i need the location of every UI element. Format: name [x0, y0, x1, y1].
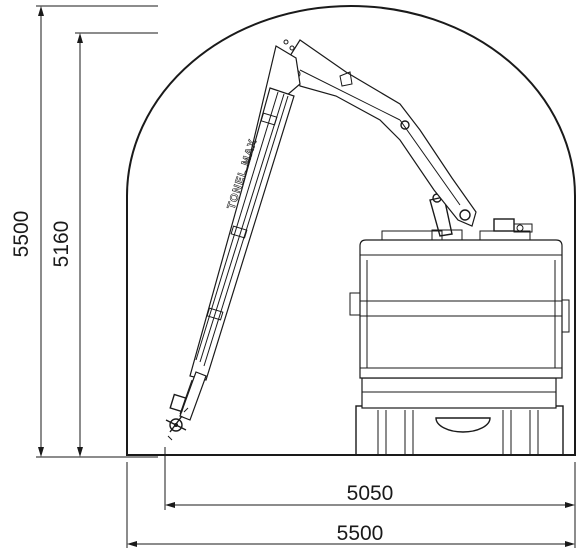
- machine-body: [349, 218, 570, 456]
- dimension-inner-height: 5160: [50, 32, 158, 457]
- arrow-right-inner: [565, 502, 575, 508]
- lower-chassis: [361, 377, 557, 409]
- inner-width-label: 5050: [347, 482, 394, 505]
- arrow-top-inner: [77, 33, 83, 43]
- side-panel-right: [561, 299, 570, 333]
- main-boom: [279, 39, 477, 227]
- dimension-outer-height: 5500: [10, 5, 158, 458]
- side-panel-left: [349, 292, 361, 316]
- arrow-left-inner: [165, 502, 175, 508]
- dimension-inner-width: 5050: [164, 447, 576, 548]
- main-boom-outline: [289, 39, 477, 227]
- boom-base-pivot: [459, 209, 471, 221]
- main-housing: [359, 239, 563, 379]
- outer-width-label: 5500: [337, 522, 384, 545]
- undercarriage: [355, 405, 564, 456]
- tool-head: [165, 393, 189, 441]
- arrow-right-outer: [565, 541, 575, 547]
- boom-pivot: [400, 120, 410, 130]
- outer-height-label: 5500: [10, 211, 33, 258]
- dimension-outer-width: 5500: [126, 462, 575, 548]
- control-box: [493, 218, 515, 232]
- inner-height-label: 5160: [50, 221, 73, 268]
- tool-head-joint: [169, 418, 183, 432]
- arm-outer-section: [189, 87, 295, 381]
- top-rail-left: [381, 230, 443, 241]
- tunnel-outline: [126, 5, 576, 456]
- arrow-left-outer: [127, 541, 137, 547]
- arrow-bottom-inner: [77, 447, 83, 457]
- tunnel-profile: [126, 5, 576, 456]
- boom-base-mount: [431, 229, 463, 241]
- telescopic-arm: TONEL MAX: [179, 45, 301, 421]
- arrow-top-outer: [38, 6, 44, 16]
- axle-housing: [435, 417, 491, 433]
- arm-inner-section: [179, 371, 207, 421]
- arrow-bottom-outer: [38, 447, 44, 457]
